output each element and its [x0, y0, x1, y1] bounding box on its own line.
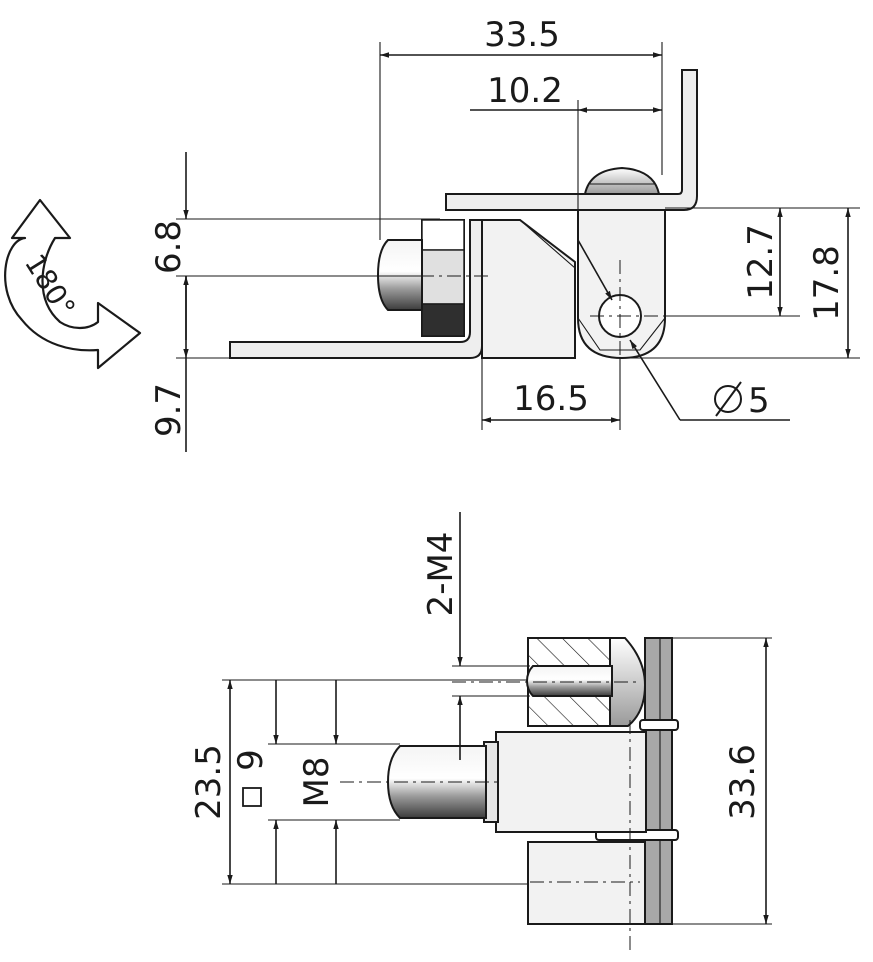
diameter-symbol-icon: [714, 381, 742, 417]
dim-overall-width: 33.5: [484, 15, 560, 55]
screw-shank: [525, 665, 613, 697]
dim-bolt-thread: M8: [297, 757, 337, 808]
dim-body-width: 16.5: [513, 379, 589, 419]
lower-block: [527, 841, 646, 925]
mount-plate: [644, 637, 673, 925]
dim-plate-height: 33.6: [723, 744, 763, 820]
angle-bracket: [445, 69, 698, 211]
dim-overall-height: 23.5: [189, 744, 229, 820]
rotation-arrow-icon: 180°: [4, 198, 142, 370]
dim-base-height: 9.7: [149, 383, 189, 437]
square-symbol-icon: [242, 787, 262, 807]
bottom-view: 2-M4 23.5 9 M8 33.6: [189, 512, 772, 950]
extension-lines: [176, 42, 860, 430]
dim-pivot-height: 12.7: [741, 224, 781, 300]
dim-hole-diameter: 5: [748, 381, 770, 421]
hex-nut: [421, 219, 465, 337]
bolt-stub: [376, 239, 423, 311]
dim-leader-hole-lower: [629, 339, 681, 421]
hinge-body: [481, 219, 576, 359]
screw-head: [583, 166, 661, 195]
dim-thread-label: 2-M4: [421, 532, 461, 617]
dim-screw-height: 6.8: [149, 220, 189, 274]
middle-block: [495, 731, 647, 833]
dim-square-size: 9: [231, 749, 271, 771]
dim-total-height: 17.8: [807, 245, 847, 321]
pin-tab-upper: [639, 719, 679, 731]
dim-leader-hole-upper: [577, 239, 613, 301]
dim-offset: 10.2: [487, 71, 563, 111]
top-view: 180°: [4, 15, 860, 452]
bolt-side: [386, 745, 487, 819]
body-bevel-line: [519, 219, 576, 269]
